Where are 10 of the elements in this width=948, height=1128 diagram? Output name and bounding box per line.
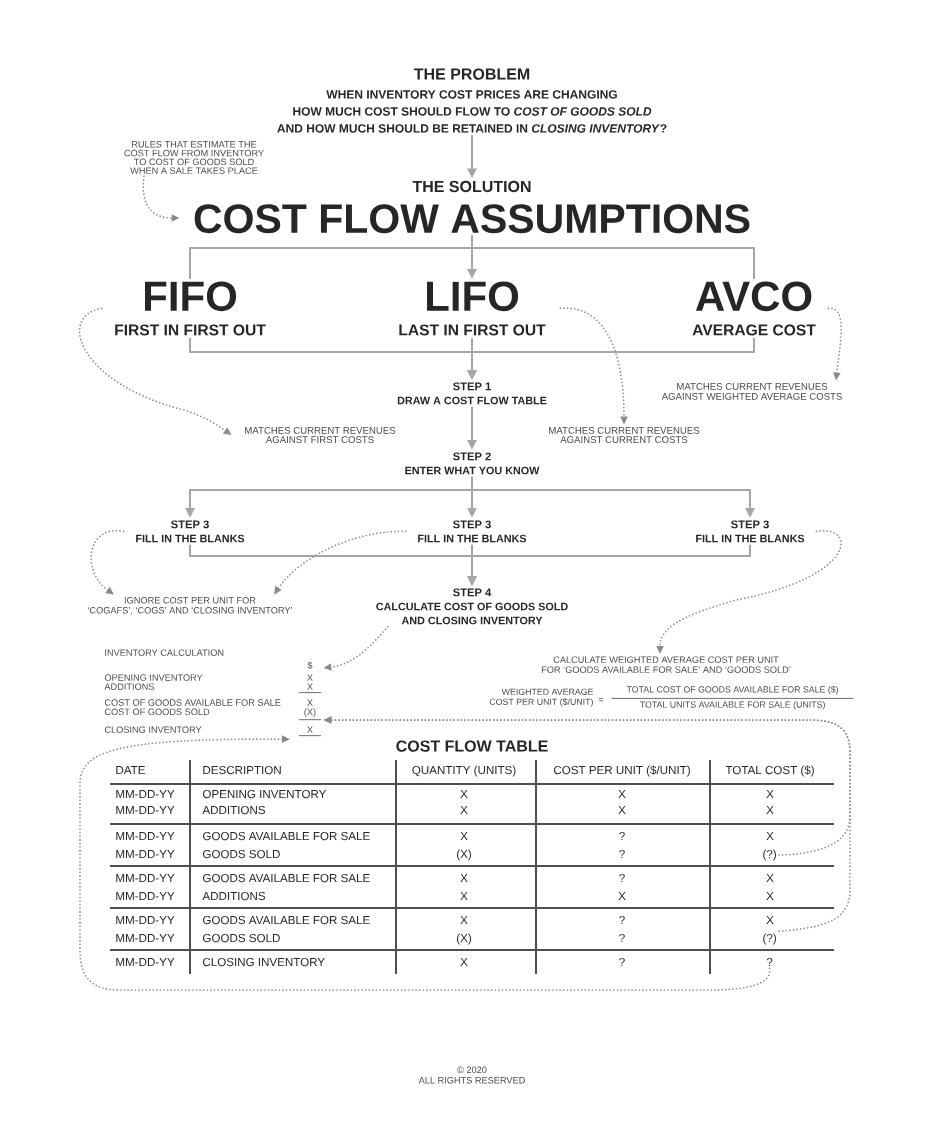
connector-line xyxy=(471,234,755,280)
table-title: COST FLOW TABLE xyxy=(396,740,548,752)
method-name: LIFO xyxy=(427,281,519,312)
main-title: COST FLOW ASSUMPTIONS xyxy=(194,204,750,234)
method-name: AVCO xyxy=(695,281,812,312)
dotted-arrow xyxy=(79,735,771,991)
heading: THE PROBLEM xyxy=(413,68,530,80)
heading: THE SOLUTION xyxy=(412,180,531,193)
dotted-arrow xyxy=(90,529,125,595)
method-name: FIFO xyxy=(145,281,237,312)
